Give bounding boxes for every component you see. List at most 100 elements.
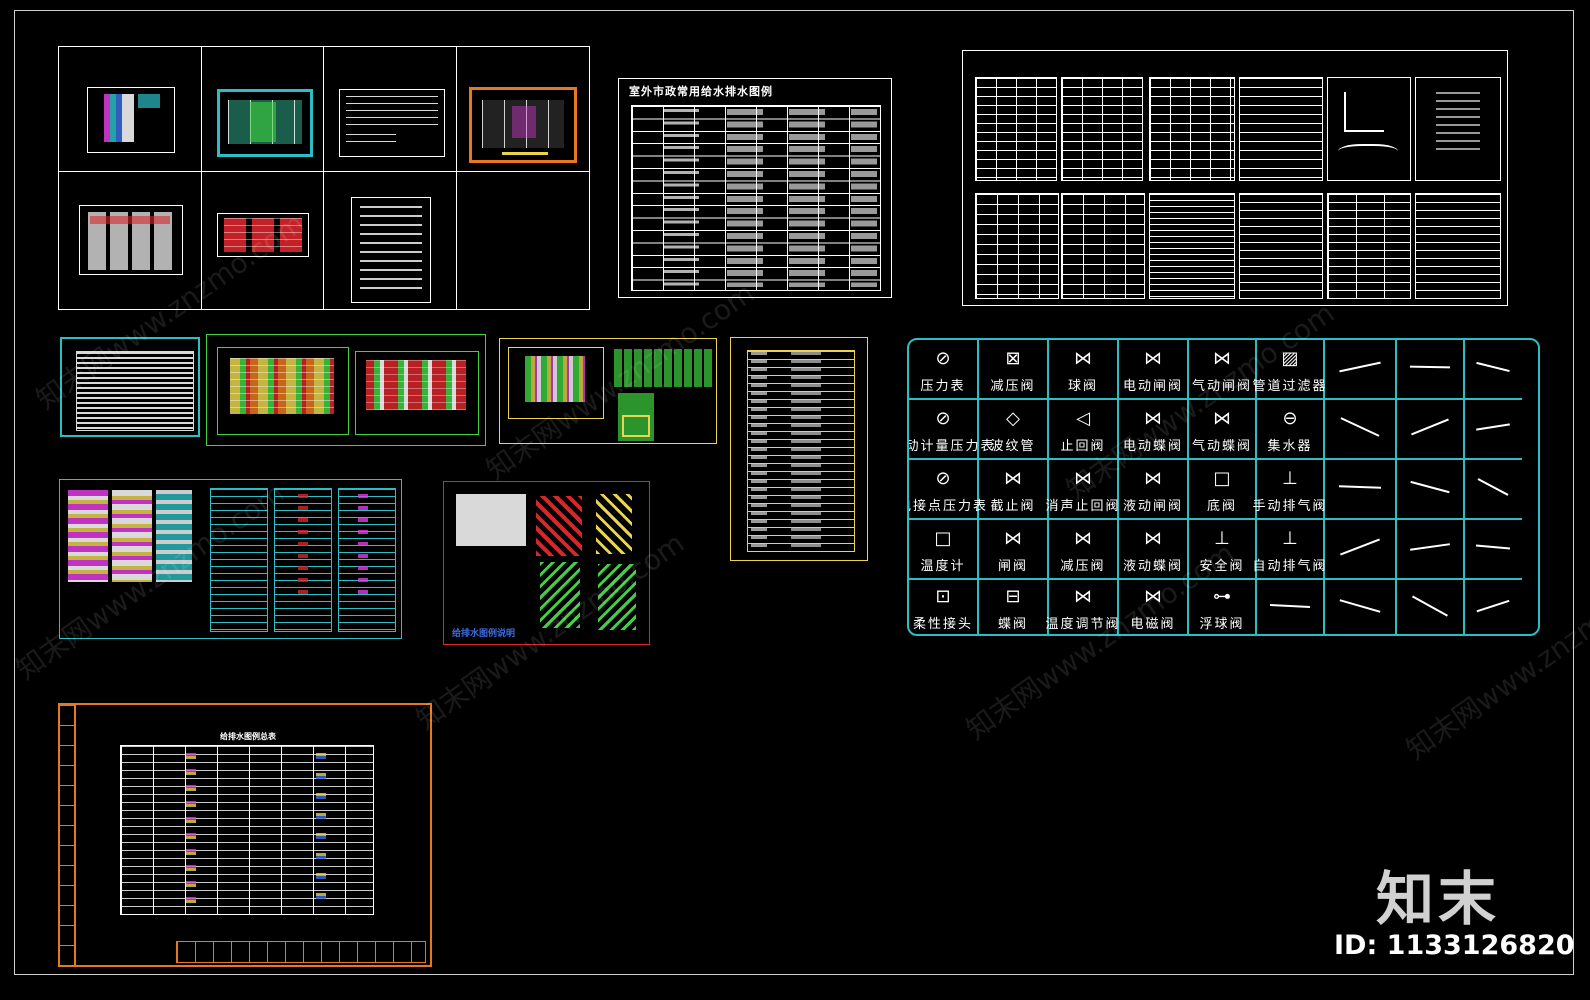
valve-symbol-icon: ⊘ — [935, 468, 951, 489]
symbol-cell[interactable]: ⋈消声止回阀 — [1046, 460, 1119, 520]
red-isometric-sheet[interactable]: 给排水图例说明 — [443, 481, 650, 645]
symbol-cell[interactable]: ⊘压力表 — [909, 340, 979, 400]
colored-sheet-white[interactable] — [60, 337, 200, 437]
pipe-symbol-icon — [1476, 544, 1511, 550]
valve-symbol-icon: ◇ — [1006, 408, 1020, 429]
orange-table-sheet[interactable]: 给排水图例总表 — [58, 703, 432, 967]
symbol-cell[interactable]: ⋈减压阀 — [1049, 520, 1119, 580]
valve-symbol-legend[interactable]: ⊘压力表⊠减压阀⋈球阀⋈电动闸阀⋈气动闸阀▨管道过滤器⊘自动计量压力表◇波纹管◁… — [907, 338, 1540, 636]
valve-symbol-icon: ⋈ — [1074, 586, 1092, 607]
pipe-symbol-icon — [1476, 599, 1511, 613]
symbol-cell-drawing — [1325, 520, 1397, 580]
symbol-cell[interactable]: ⊖ 集水器 — [1257, 400, 1325, 460]
yellow-list-sheet[interactable] — [730, 337, 868, 561]
drawing-border — [14, 10, 1574, 975]
sheet-index-group[interactable] — [58, 46, 590, 310]
symbol-cell[interactable]: ⊠减压阀 — [979, 340, 1049, 400]
symbol-cell[interactable]: ◁ 止回阀 — [1049, 400, 1119, 460]
table-block — [1239, 193, 1323, 299]
symbol-cell-drawing — [1397, 460, 1465, 520]
cyan-chart-sheet[interactable] — [59, 479, 402, 639]
symbol-cell[interactable]: ⊥自动排气阀 — [1253, 520, 1326, 580]
symbol-cell[interactable]: ◇波纹管 — [979, 400, 1049, 460]
pipe-symbol-icon — [1411, 418, 1449, 436]
symbol-cell[interactable]: ⋈ 液动蝶阀 — [1119, 520, 1189, 580]
symbol-cell[interactable]: ⊥手动排气阀 — [1253, 460, 1326, 520]
pipe-symbol-icon — [1410, 543, 1450, 551]
small-sheet-caption: 给排水图例说明 — [452, 629, 516, 639]
symbol-cell[interactable]: ⋈ 电磁阀 — [1119, 580, 1189, 634]
colored-sheet-yellow-group[interactable] — [499, 338, 717, 444]
symbol-cell-drawing — [1325, 460, 1397, 520]
valve-symbol-icon: ⋈ — [1144, 586, 1162, 607]
symbol-label: 闸阀 — [997, 559, 1028, 574]
symbol-cell[interactable]: ⋈ 温度调节阀 — [1045, 580, 1121, 634]
valve-symbol-icon: ⊥ — [1282, 528, 1298, 549]
table-block — [1415, 193, 1501, 299]
thumb-sheet[interactable] — [87, 87, 175, 153]
thumb-sheet[interactable] — [217, 89, 313, 157]
symbol-cell[interactable]: ⋈电动闸阀 — [1119, 340, 1189, 400]
symbol-cell[interactable]: ⊡柔性接头 — [909, 580, 979, 634]
table-block — [975, 77, 1057, 181]
table-block — [1415, 77, 1501, 181]
symbol-cell[interactable]: □温度计 — [909, 520, 979, 580]
valve-symbol-icon: ⋈ — [1144, 408, 1162, 429]
symbol-label: 液动蝶阀 — [1122, 559, 1183, 574]
table-block — [1239, 77, 1323, 181]
symbol-label: 压力表 — [920, 379, 966, 394]
symbol-label: 电接点压力表 — [907, 499, 989, 514]
symbol-cell[interactable]: ⋈气动蝶阀 — [1189, 400, 1257, 460]
symbol-cell[interactable]: ⊘ 电接点压力表 — [909, 460, 986, 520]
thumb-sheet[interactable] — [469, 87, 577, 163]
symbol-cell[interactable]: ⋈气动闸阀 — [1189, 340, 1257, 400]
thumb-sheet[interactable] — [217, 213, 309, 257]
valve-symbol-icon: ⋈ — [1144, 468, 1162, 489]
pipe-symbol-icon — [1412, 595, 1448, 617]
symbol-label: 手动排气阀 — [1252, 499, 1328, 514]
symbol-table-sheet[interactable] — [962, 50, 1508, 306]
symbol-cell[interactable]: ⋈球阀 — [1049, 340, 1119, 400]
thumb-sheet[interactable] — [339, 89, 445, 157]
symbol-cell[interactable]: ⋈液动闸阀 — [1119, 460, 1189, 520]
brand-logo: 知末 — [1376, 865, 1501, 933]
valve-symbol-icon: ◁ — [1076, 408, 1090, 429]
symbol-label: 减压阀 — [990, 379, 1036, 394]
valve-symbol-icon: ▨ — [1281, 348, 1299, 369]
symbol-label: 减压阀 — [1060, 559, 1106, 574]
bottom-sheet-title: 给排水图例总表 — [220, 732, 276, 741]
symbol-label: 集水器 — [1267, 439, 1313, 454]
symbol-cell[interactable]: ⊥安全阀 — [1189, 520, 1257, 580]
symbol-cell[interactable]: ⋈闸阀 — [979, 520, 1049, 580]
colored-sheet-green-group[interactable] — [206, 334, 486, 446]
valve-symbol-icon: ⊡ — [935, 586, 951, 607]
table-block — [1149, 193, 1235, 299]
symbol-cell-drawing — [1465, 400, 1522, 460]
symbol-cell[interactable]: ⊘自动计量压力表 — [909, 400, 994, 460]
symbol-label: 止回阀 — [1060, 439, 1106, 454]
valve-symbol-icon: ⊖ — [1282, 408, 1298, 429]
thumb-sheet[interactable] — [351, 197, 431, 303]
pipe-symbol-icon — [1410, 365, 1450, 369]
symbol-cell[interactable]: ⊟蝶阀 — [979, 580, 1049, 634]
symbol-cell[interactable]: ⊶浮球阀 — [1189, 580, 1257, 634]
pipe-symbol-icon — [1270, 603, 1310, 609]
symbol-label: 管道过滤器 — [1252, 379, 1328, 394]
grid-divider — [323, 47, 324, 309]
valve-symbol-icon: ⊶ — [1213, 586, 1231, 607]
valve-symbol-icon: □ — [1213, 468, 1231, 489]
symbol-label: 温度调节阀 — [1045, 617, 1121, 632]
symbol-cell[interactable]: ⋈电动蝶阀 — [1119, 400, 1189, 460]
symbol-label: 电磁阀 — [1130, 617, 1176, 632]
symbol-label: 电动闸阀 — [1122, 379, 1183, 394]
pipe-symbol-icon — [1410, 480, 1450, 494]
valve-symbol-icon: ⋈ — [1144, 528, 1162, 549]
symbol-cell[interactable]: ▨ 管道过滤器 — [1253, 340, 1326, 400]
symbol-cell-drawing — [1465, 460, 1522, 520]
symbol-cell[interactable]: □底阀 — [1189, 460, 1257, 520]
legend-table-sheet[interactable]: 室外市政常用给水排水图例 — [618, 78, 892, 298]
symbol-cell-drawing — [1325, 340, 1397, 400]
thumb-sheet[interactable] — [79, 205, 183, 275]
symbol-cell[interactable]: ⋈截止阀 — [979, 460, 1049, 520]
